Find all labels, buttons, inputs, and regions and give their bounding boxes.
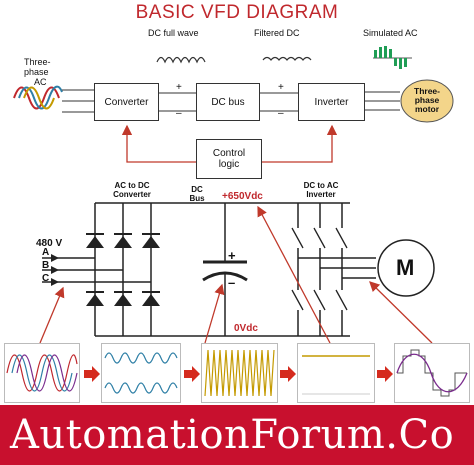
output-wires — [365, 91, 400, 111]
motor-label-line1: Three- — [414, 86, 440, 96]
supply-voltage-label: 480 V — [36, 238, 63, 249]
dc-bus-section-line1: DC — [191, 185, 203, 194]
dc-full-wave-label: DC full wave — [148, 28, 199, 38]
inverter-section-line1: DC to AC — [303, 181, 339, 190]
input-callout-arrow — [39, 286, 65, 344]
motor-label-line2: phase — [414, 95, 440, 105]
dc-bus-wires — [159, 92, 298, 112]
simulated-ac-icon — [373, 46, 412, 69]
bus-plus-left: + — [176, 82, 182, 93]
rectifier-diodes — [86, 233, 160, 306]
filtered-dc-thumbnail — [297, 343, 375, 403]
simulated-ac-thumbnail — [394, 343, 470, 403]
dc-voltage-callout-arrow — [257, 205, 331, 344]
thumbnail-flow-arrows — [84, 366, 393, 382]
control-logic-block: Control logic — [196, 139, 262, 179]
diagram-title: BASIC VFD DIAGRAM — [135, 2, 339, 23]
three-phase-motor-symbol — [400, 79, 454, 123]
input-wires — [62, 89, 94, 113]
bus-minus-left: – — [176, 108, 182, 119]
motor-m-label: M — [396, 255, 415, 280]
input-label-line2: phase — [24, 67, 49, 77]
filtered-dc-label: Filtered DC — [254, 28, 300, 38]
capacitor-plus-label: + — [228, 248, 236, 263]
full-wave-dc-thumbnail — [201, 343, 278, 403]
bus-plus-right: + — [278, 82, 284, 93]
input-label-line3: AC — [34, 77, 47, 87]
control-to-inverter-arrow — [262, 124, 338, 163]
converter-section-line2: Converter — [113, 190, 151, 199]
control-logic-line2: logic — [218, 159, 240, 170]
simulated-ac-label: Simulated AC — [363, 28, 418, 38]
phase-c-label: C — [42, 273, 50, 284]
inverter-section-line2: Inverter — [306, 190, 336, 199]
phase-a-label: A — [42, 247, 50, 258]
input-label-line1: Three- — [24, 57, 51, 67]
dc-full-wave-icon — [156, 56, 206, 64]
three-phase-input-icon — [13, 85, 63, 110]
bus-minus-right: – — [278, 108, 284, 119]
control-logic-line1: Control — [212, 148, 246, 159]
dc-bus-zero-voltage: 0Vdc — [234, 323, 258, 334]
motor-label: Three- phase motor — [401, 87, 453, 114]
rectified-waveform-thumbnail — [101, 343, 181, 403]
phase-input-arrows — [42, 254, 59, 286]
input-waveform-thumbnail — [4, 343, 80, 403]
capacitor-minus-label: – — [228, 275, 236, 290]
dc-bus-block: DC bus — [196, 83, 260, 121]
converter-section-label: AC to DC Converter — [99, 181, 165, 199]
filtered-dc-icon — [262, 56, 312, 61]
dc-bus-positive-voltage: +650Vdc — [222, 191, 263, 202]
motor-label-line3: motor — [414, 104, 440, 114]
converter-block: Converter — [94, 83, 159, 121]
brand-banner: AutomationForum.Co — [0, 405, 474, 465]
dc-bus-section-line2: Bus — [189, 194, 205, 203]
inverter-block: Inverter — [298, 83, 365, 121]
control-to-converter-arrow — [121, 124, 196, 163]
dc-bus-section-label: DC Bus — [182, 185, 212, 203]
output-callout-arrow — [369, 281, 433, 344]
inverter-section-label: DC to AC Inverter — [291, 181, 351, 199]
circuit-schematic — [42, 202, 435, 337]
bus-callout-arrow — [204, 283, 225, 344]
phase-b-label: B — [42, 260, 50, 271]
brand-banner-text: AutomationForum.Co — [10, 412, 455, 458]
converter-section-line1: AC to DC — [114, 181, 150, 190]
